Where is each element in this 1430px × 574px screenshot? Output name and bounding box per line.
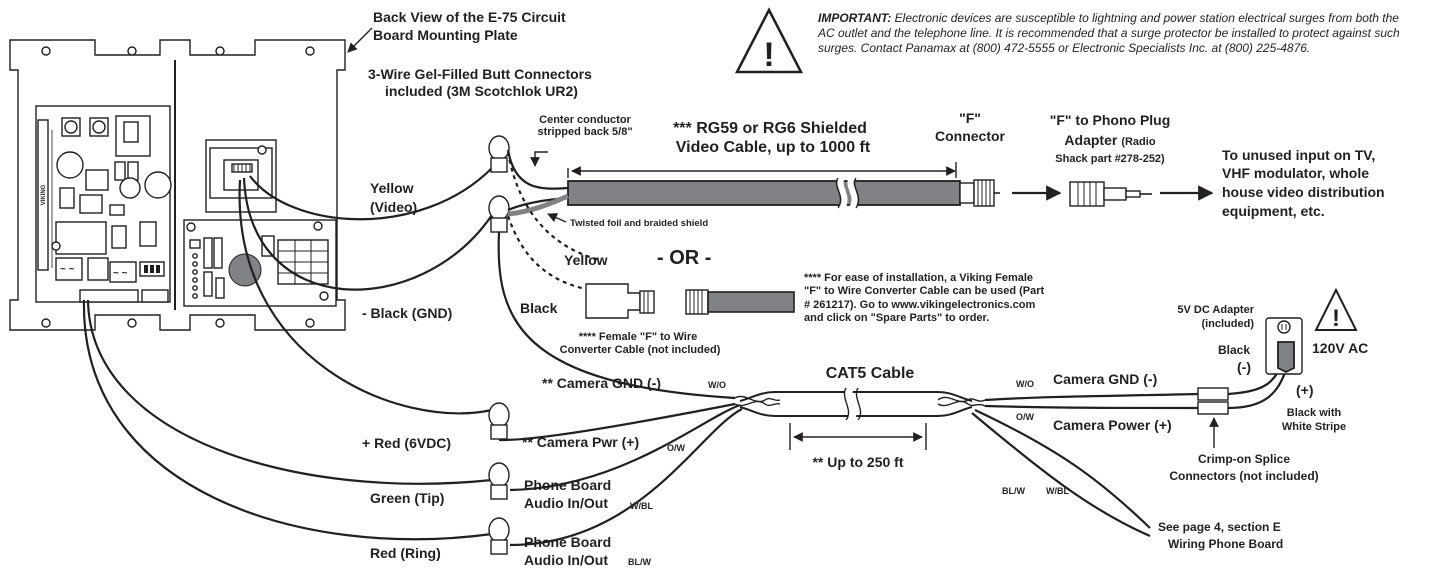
phono-line-3: Shack part #278-252) [1055, 153, 1165, 165]
butt-connector-video [488, 135, 510, 173]
warning-icon: ! [734, 7, 804, 74]
title-line-2: Board Mounting Plate [373, 27, 518, 43]
blw-right: BL/W [1002, 486, 1025, 496]
center-conductor-arrow [530, 151, 548, 167]
important-note: IMPORTANT: Electronic devices are suscep… [818, 11, 1418, 56]
tv-line-2: VHF modulator, whole [1222, 165, 1369, 181]
yellow-video-line-2: (Video) [370, 199, 417, 215]
tv-line-3: house video distribution [1222, 184, 1385, 200]
camera-power-right: Camera Power (+) [1053, 417, 1172, 433]
phone-board-2-line-1: Phone Board [524, 534, 611, 550]
viking-note-line-1: **** For ease of installation, a Viking … [804, 272, 1033, 284]
blw-left: BL/W [628, 557, 651, 567]
crimp-splice-connectors [1197, 387, 1229, 415]
title-arrow [347, 27, 373, 53]
black-label: Black [520, 300, 558, 316]
shield-arrow [547, 213, 567, 223]
butt-connectors-line-2: included (3M Scotchlok UR2) [385, 83, 578, 99]
f-connector-line-2: Connector [935, 128, 1006, 144]
f-connector-alt [685, 289, 795, 315]
crimp-line-2: Connectors (not included) [1169, 469, 1318, 483]
phone-board-1-line-1: Phone Board [524, 477, 611, 493]
svg-text:!: ! [1332, 305, 1340, 332]
ac-warning-icon: ! [1314, 287, 1358, 332]
camera-gnd-left: ** Camera GND (-) [542, 375, 661, 391]
crimp-line-1: Crimp-on Splice [1198, 452, 1290, 466]
phono-line-2: Adapter(Radio [1064, 132, 1155, 148]
or-label: - OR - [657, 247, 711, 269]
svg-text:VIKING: VIKING [41, 184, 47, 205]
stripe-line-2: White Stripe [1282, 421, 1346, 433]
female-f-line-1: **** Female "F" to Wire [579, 331, 698, 343]
coax-cable [506, 149, 961, 217]
title-line-1: Back View of the E-75 Circuit [373, 9, 566, 25]
butt-connector-gnd [488, 195, 510, 233]
twisted-foil-label: Twisted foil and braided shield [570, 218, 708, 229]
svg-text:~ ~: ~ ~ [60, 264, 75, 275]
wo-right: W/O [1016, 379, 1034, 389]
f-connector-line-1: "F" [959, 110, 981, 126]
plus-label: (+) [1296, 382, 1314, 398]
butt-connectors-line-1: 3-Wire Gel-Filled Butt Connectors [368, 66, 592, 82]
black-minus-line-1: Black [1218, 343, 1250, 357]
rg59-line-2: Video Cable, up to 1000 ft [676, 139, 871, 156]
f-connector [959, 179, 1000, 207]
wbl-left: W/BL [630, 501, 653, 511]
red-ring-label: Red (Ring) [370, 545, 441, 561]
red-6vdc-label: + Red (6VDC) [362, 435, 451, 451]
green-tip-label: Green (Tip) [370, 490, 444, 506]
viking-note-line-4: and click on "Spare Parts" to order. [804, 312, 989, 324]
phono-plug-adapter [1069, 181, 1152, 207]
center-conductor-line-1: Center conductor [539, 114, 631, 126]
stripe-line-1: Black with [1287, 407, 1342, 419]
yellow-video-line-1: Yellow [370, 180, 414, 196]
up-to-250-label: ** Up to 250 ft [812, 454, 903, 470]
svg-text:!: ! [763, 36, 774, 74]
phone-board-2-line-2: Audio In/Out [524, 552, 608, 568]
rg59-line-1: *** RG59 or RG6 Shielded [673, 120, 867, 137]
tv-line-4: equipment, etc. [1222, 203, 1325, 219]
black-minus-line-2: (-) [1237, 359, 1251, 375]
yellow-label: Yellow [564, 252, 608, 268]
butt-connector-tip [488, 462, 510, 500]
cat5-label: CAT5 Cable [826, 365, 915, 382]
cat5-cable [734, 385, 986, 423]
board-wires [82, 167, 493, 541]
tv-line-1: To unused input on TV, [1222, 147, 1375, 163]
wo-left: W/O [708, 380, 726, 390]
camera-pwr-left: ** Camera Pwr (+) [522, 434, 639, 450]
viking-note-line-2: "F" to Wire Converter Cable can be used … [804, 285, 1045, 297]
svg-text:~ ~: ~ ~ [113, 268, 128, 279]
adapter-line-2: (included) [1201, 318, 1254, 330]
center-conductor-line-2: stripped back 5/8" [537, 126, 632, 138]
adapter-line-1: 5V DC Adapter [1177, 304, 1254, 316]
see-page-line-1: See page 4, section E [1158, 520, 1281, 534]
butt-connector-ring [488, 517, 510, 555]
board-brand-label: VIKING [41, 184, 47, 205]
wbl-right: W/BL [1046, 486, 1069, 496]
mounting-plate: VIKING ~ ~ ~ ~ [9, 39, 346, 331]
camera-gnd-right: Camera GND (-) [1053, 371, 1157, 387]
viking-note-line-3: # 261217). Go to www.vikingelectronics.c… [804, 299, 1036, 311]
important-label: IMPORTANT: [818, 11, 892, 25]
ow-right: O/W [1016, 412, 1035, 422]
ac-label: 120V AC [1312, 340, 1368, 356]
female-f-line-2: Converter Cable (not included) [560, 344, 721, 356]
female-f-converter [585, 283, 655, 319]
dc-adapter [1277, 341, 1295, 374]
phone-board-1-line-2: Audio In/Out [524, 495, 608, 511]
see-page-line-2: Wiring Phone Board [1168, 537, 1283, 551]
phono-line-1: "F" to Phono Plug [1050, 112, 1171, 128]
important-text: Electronic devices are susceptible to li… [818, 11, 1400, 55]
butt-connector-power [488, 402, 510, 440]
black-gnd-label: - Black (GND) [362, 305, 452, 321]
ow-left: O/W [667, 443, 686, 453]
